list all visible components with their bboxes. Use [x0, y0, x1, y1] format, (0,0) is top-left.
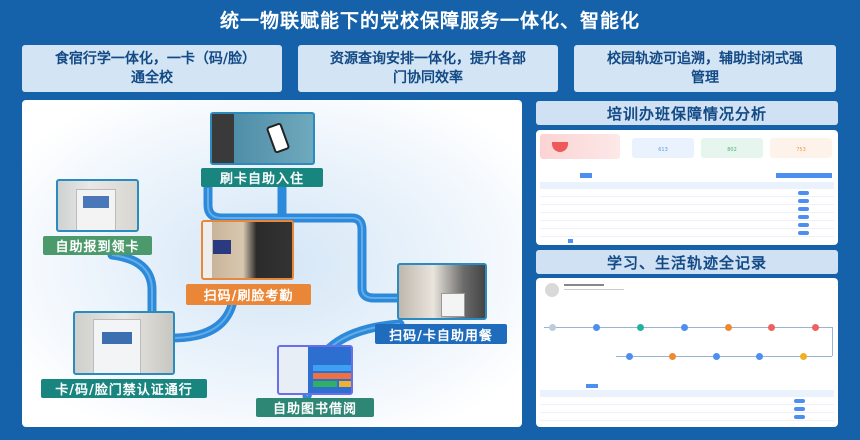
toolbar-buttons[interactable] [776, 173, 832, 178]
stat-card-2: 802 [701, 138, 763, 158]
trajectory-screenshot [536, 278, 838, 427]
stat-card-3: 753 [770, 138, 832, 158]
services-panel: 刷卡自助入住 自助报到领卡 扫码/刷脸考勤 扫码/卡自助用餐 卡/码/脸门禁认证… [22, 100, 522, 427]
timeline-line [544, 327, 832, 328]
meal-card [540, 134, 620, 159]
label-library: 自助图书借阅 [256, 398, 374, 417]
label-access: 卡/码/脸门禁认证通行 [41, 379, 207, 398]
photo-card-dining [397, 263, 487, 320]
stat-card-1: 613 [632, 138, 694, 158]
section-title-trajectory: 学习、生活轨迹全记录 [536, 250, 838, 274]
photo-card-checkin [210, 112, 315, 165]
label-attendance: 扫码/刷脸考勤 [186, 284, 311, 305]
avatar [545, 283, 559, 297]
face-terminal-icon [213, 240, 231, 254]
photo-card-library [277, 345, 353, 395]
pos-terminal-icon [441, 293, 465, 317]
gate-kiosk-icon [93, 319, 141, 373]
label-register: 自助报到领卡 [43, 236, 152, 255]
kiosk-icon [76, 189, 116, 230]
feature-card-trajectory: 校园轨迹可追溯，辅助封闭式强管理 [574, 45, 836, 92]
page-title: 统一物联赋能下的党校保障服务一体化、智能化 [219, 10, 640, 32]
section-title-training: 培训办班保障情况分析 [536, 101, 838, 125]
training-dashboard-screenshot: 613 802 753 [536, 130, 838, 245]
bowl-icon [552, 142, 568, 152]
search-button[interactable] [580, 173, 592, 178]
stat-value-2: 802 [727, 147, 737, 153]
photo-card-register [56, 179, 139, 232]
label-dining: 扫码/卡自助用餐 [375, 324, 507, 344]
feature-card-one-card: 食宿行学一体化，一卡（码/脸）通全校 [22, 45, 282, 92]
label-checkin: 刷卡自助入住 [201, 168, 323, 187]
pagination[interactable] [568, 239, 573, 243]
photo-card-attendance [201, 220, 294, 280]
stat-value-3: 753 [796, 147, 806, 153]
stat-value-1: 613 [658, 147, 668, 153]
photo-card-access [73, 311, 175, 375]
phone-qr-icon [265, 122, 291, 154]
search-button[interactable] [586, 384, 598, 388]
feature-card-resource: 资源查询安排一体化，提升各部门协同效率 [298, 45, 558, 92]
